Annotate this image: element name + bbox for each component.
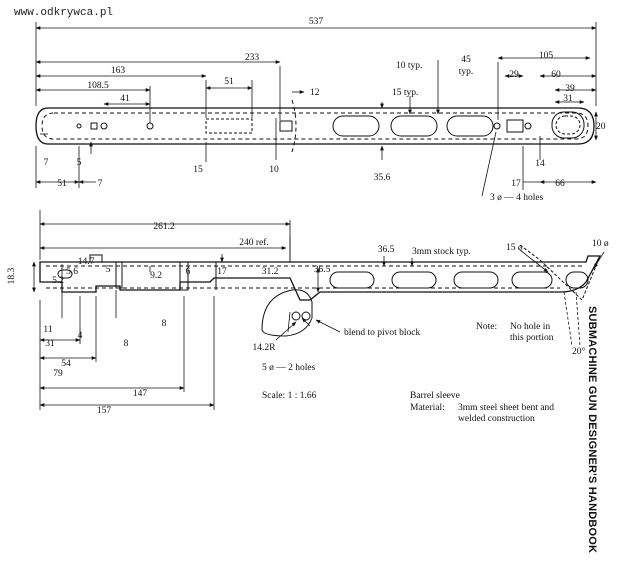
dim-20: 20 bbox=[596, 122, 606, 132]
dim-15typ: 15 typ. bbox=[392, 88, 418, 98]
dim-10typ: 10 typ. bbox=[396, 61, 422, 71]
dim-36-5b: 36.5 bbox=[378, 245, 395, 255]
watermark: www.odkrywca.pl bbox=[14, 7, 114, 19]
dim-15: 15 bbox=[193, 165, 203, 175]
dim-261-2: 261.2 bbox=[153, 222, 175, 232]
note-text-2: this portion bbox=[510, 333, 554, 343]
dim-147: 147 bbox=[133, 389, 148, 399]
dim-5-6: 5.6 bbox=[66, 267, 78, 277]
dim-9-2: 9.2 bbox=[150, 271, 162, 281]
dim-66: 66 bbox=[555, 179, 565, 189]
material-label: Material: bbox=[410, 403, 445, 413]
dim-108-5: 108.5 bbox=[87, 81, 109, 91]
holes-note: 3 ø — 4 holes bbox=[490, 193, 544, 203]
dim-10: 10 bbox=[269, 165, 279, 175]
dim-11: 11 bbox=[43, 325, 52, 335]
dim-157: 157 bbox=[97, 406, 112, 416]
dim-14-7: 14.7 bbox=[78, 257, 95, 267]
technical-drawing: 537 163 233 108.5 41 51 12 10 typ. 45 ty… bbox=[7, 17, 609, 416]
dim-17-side: 17 bbox=[217, 267, 227, 277]
dim-105: 105 bbox=[539, 51, 554, 61]
dim-6: 6 bbox=[186, 267, 191, 277]
dim-60: 60 bbox=[551, 70, 561, 80]
top-view-dimensions bbox=[35, 22, 598, 197]
dim-17: 17 bbox=[511, 179, 521, 189]
dim-45: 45 bbox=[461, 55, 471, 65]
dia-10: 10 ø bbox=[592, 239, 609, 249]
radius-14-2: 14.2R bbox=[253, 343, 277, 353]
dim-39: 39 bbox=[565, 84, 575, 94]
dia-15: 15 ø bbox=[506, 243, 523, 253]
dim-35-6: 35.6 bbox=[374, 173, 391, 183]
dim-7a: 7 bbox=[44, 158, 49, 168]
side-view-dimensions bbox=[32, 210, 605, 410]
dim-51a: 51 bbox=[224, 77, 234, 87]
dim-5: 5 bbox=[77, 158, 82, 168]
dim-233: 233 bbox=[245, 53, 260, 63]
dim-18-3: 18.3 bbox=[7, 267, 17, 284]
dim-41: 41 bbox=[120, 94, 130, 104]
holes-note-2: 5 ø — 2 holes bbox=[262, 363, 316, 373]
note-text-1: No hole in bbox=[510, 322, 551, 332]
dim-31-2: 31.2 bbox=[262, 267, 279, 277]
dimension-labels: 537 163 233 108.5 41 51 12 10 typ. 45 ty… bbox=[7, 17, 609, 416]
top-view-outline bbox=[35, 99, 595, 153]
dim-45-typ: typ. bbox=[459, 67, 474, 77]
dim-4: 4 bbox=[78, 331, 83, 341]
dim-79: 79 bbox=[53, 369, 63, 379]
pivot-note: blend to pivot block bbox=[344, 328, 421, 338]
dim-5-2: 5.2 bbox=[52, 276, 64, 286]
dim-31-side: 31 bbox=[45, 339, 55, 349]
dim-8b: 8 bbox=[162, 319, 167, 329]
stock-typ-note: 3mm stock typ. bbox=[412, 247, 471, 257]
dim-31: 31 bbox=[563, 94, 573, 104]
material-line-1: 3mm steel sheet bent and bbox=[458, 403, 555, 413]
part-name: Barrel sleeve bbox=[410, 391, 460, 401]
dim-7b: 7 bbox=[98, 179, 103, 189]
dim-51b: 51 bbox=[57, 179, 67, 189]
note-label: Note: bbox=[476, 322, 498, 332]
dim-36-5a: 36.5 bbox=[314, 265, 331, 275]
dim-14: 14 bbox=[535, 159, 545, 169]
dim-54: 54 bbox=[61, 359, 71, 369]
material-line-2: welded construction bbox=[458, 414, 535, 424]
angle-20: 20° bbox=[572, 346, 586, 357]
dim-29: 29 bbox=[509, 70, 519, 80]
scale-label: Scale: 1 : 1.66 bbox=[262, 391, 317, 401]
dim-8a: 8 bbox=[124, 339, 129, 349]
dim-5-side: 5 bbox=[106, 265, 111, 275]
dim-overall: 537 bbox=[309, 17, 324, 27]
side-view-outline bbox=[39, 244, 602, 337]
dim-163: 163 bbox=[111, 66, 126, 76]
dim-12: 12 bbox=[310, 88, 320, 98]
dim-240ref: 240 ref. bbox=[239, 237, 269, 248]
